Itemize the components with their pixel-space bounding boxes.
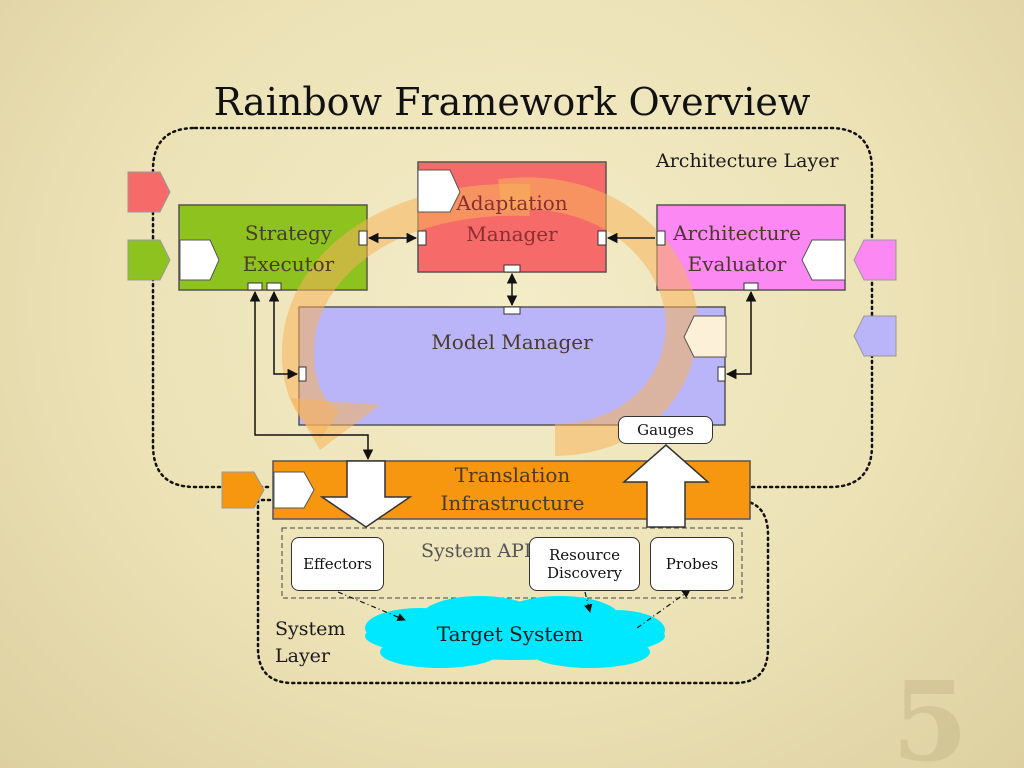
- system-api-label: System API: [421, 540, 532, 562]
- resource-discovery-box: Resource Discovery: [529, 537, 640, 591]
- architecture-evaluator-inner-port-icon: [801, 239, 846, 281]
- connector-port: [717, 366, 726, 382]
- model-manager-port-icon: [853, 315, 897, 357]
- translation-port-icon: [221, 471, 265, 509]
- architecture-evaluator: Architecture Evaluator: [657, 205, 817, 290]
- effectors-target-connector: [337, 591, 406, 621]
- connector-port: [597, 230, 607, 246]
- connector-port: [247, 282, 263, 291]
- connector-port: [266, 282, 282, 291]
- strategy-executor-inner-port-icon: [179, 239, 220, 281]
- translation-infrastructure-label: Translation Infrastructure: [440, 463, 585, 515]
- translation-infrastructure: Translation Infrastructure: [390, 461, 635, 519]
- architecture-evaluator-port-icon: [853, 239, 897, 281]
- model-manager: Model Manager: [299, 307, 725, 425]
- strategy-executor: Strategy Executor: [210, 205, 367, 290]
- system-layer-outline: [256, 498, 770, 685]
- architecture-evaluator-label: Architecture Evaluator: [673, 221, 801, 276]
- strategy-executor-port-icon: [127, 239, 171, 281]
- executor-translation-connector: [249, 290, 374, 461]
- probes-box: Probes: [650, 537, 734, 591]
- probes-target-connector: [636, 589, 691, 629]
- adaptation-manager-label: Adaptation Manager: [456, 191, 568, 246]
- adaptation-manager-inner-port-icon: [417, 169, 461, 213]
- architecture-layer-label: Architecture Layer: [656, 150, 839, 172]
- system-layer-label: System Layer: [275, 618, 346, 667]
- gauges-box: Gauges: [618, 416, 713, 444]
- connector-port: [503, 264, 521, 273]
- slide-title: Rainbow Framework Overview: [213, 80, 811, 124]
- gauge-up-arrow: [622, 444, 710, 528]
- page-number: 5: [892, 657, 969, 768]
- strategy-executor-label: Strategy Executor: [242, 221, 335, 276]
- connector-port: [656, 230, 666, 246]
- translation-inner-port-icon: [273, 471, 315, 509]
- discovery-target-connector: [584, 591, 593, 613]
- connector-port: [743, 282, 759, 291]
- adaptation-cycle-arrow: [498, 177, 698, 456]
- evaluator-model-connector: [725, 290, 757, 380]
- effectors-box: Effectors: [291, 537, 384, 591]
- model-manager-label: Model Manager: [431, 330, 593, 354]
- connector-port: [503, 306, 521, 315]
- effector-down-arrow: [319, 460, 413, 528]
- adaptation-manager-port-icon: [127, 171, 171, 213]
- connector-port: [358, 230, 368, 246]
- adaptation-manager: Adaptation Manager: [418, 162, 606, 272]
- target-system-label: Target System: [436, 622, 584, 646]
- architecture-layer-outline: [151, 126, 874, 489]
- connector-port: [417, 230, 427, 246]
- system-api-outline: [281, 527, 743, 599]
